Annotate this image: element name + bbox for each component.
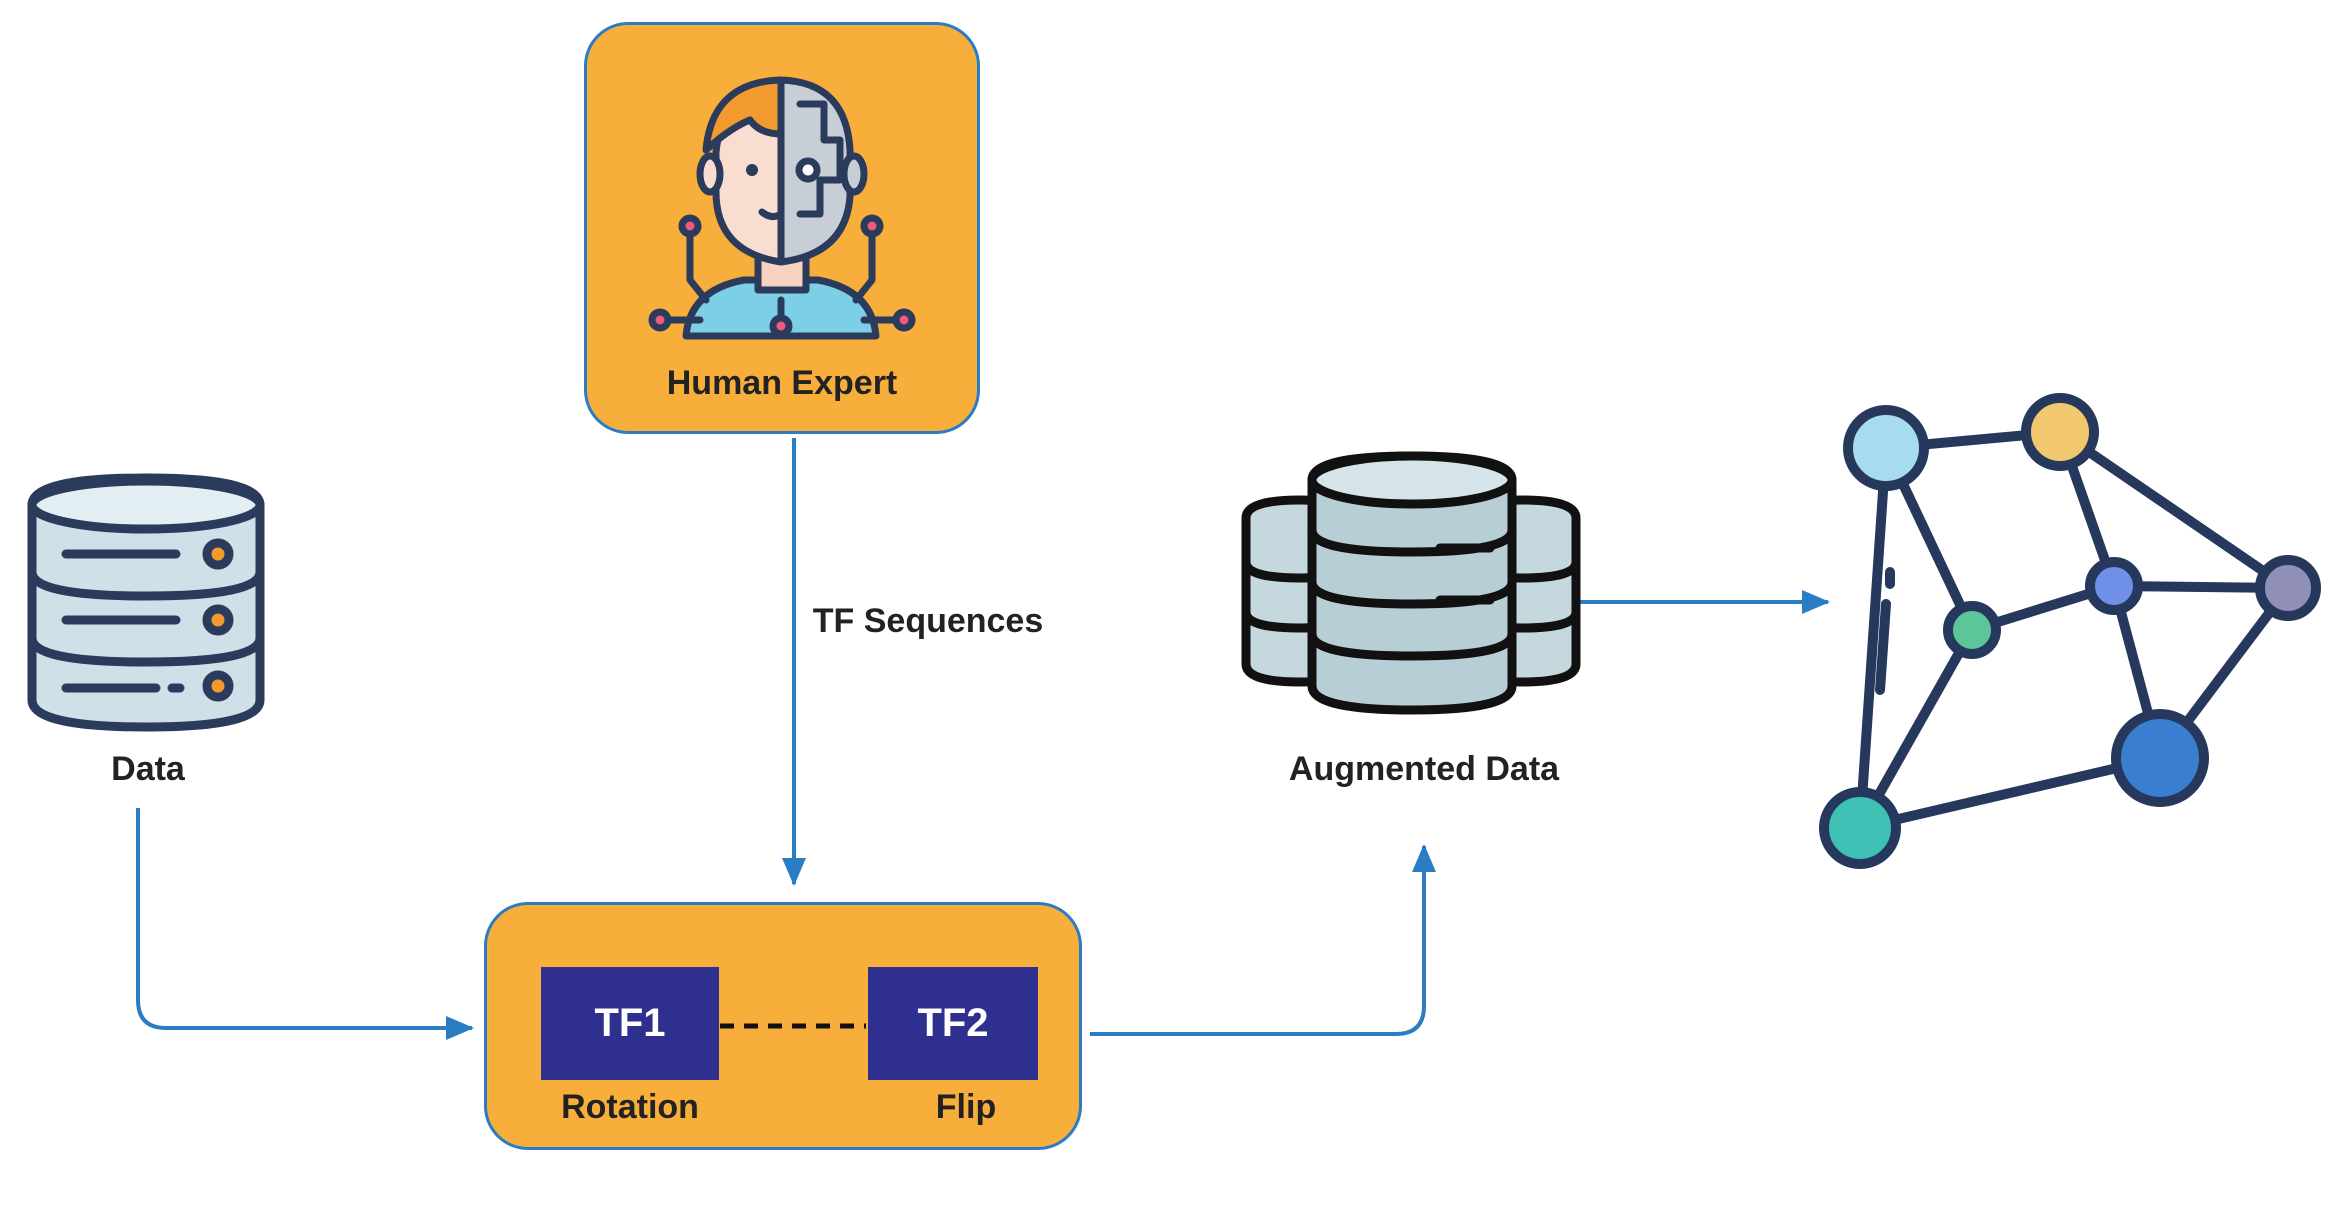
database-icon [27,473,265,732]
tf1-label: TF1 [594,1001,666,1045]
augmented-data-label: Augmented Data [1288,750,1560,788]
human-robot-icon [648,76,916,340]
tf2-box: TF2 [868,967,1038,1080]
arrow-data-to-transforms [136,808,474,1040]
tf2-caption: Flip [935,1088,997,1126]
arrow-transforms-to-augmented [1090,844,1436,1036]
human-expert-label: Human Expert [666,364,898,402]
tf-sequences-label: TF Sequences [812,602,1044,640]
neural-network-icon [1819,393,2321,869]
data-label: Data [111,750,185,788]
tf1-caption: Rotation [561,1088,699,1126]
tf1-box: TF1 [541,967,719,1080]
database-stack-icon [1241,451,1581,715]
tf2-label: TF2 [917,1001,989,1045]
